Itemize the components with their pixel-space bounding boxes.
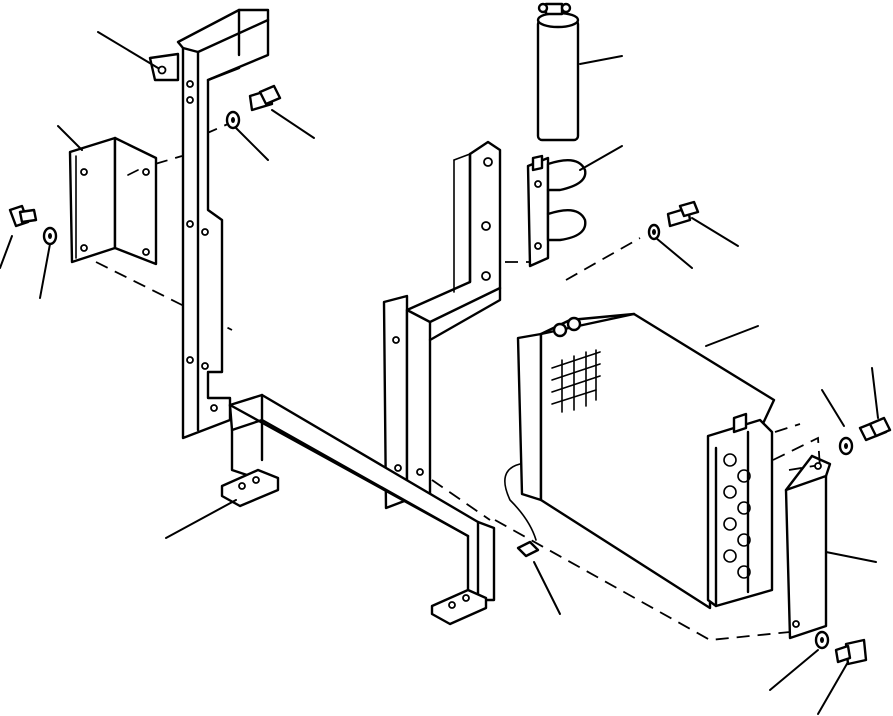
- side-cover-plate: [784, 454, 832, 640]
- base-cross-beam: [220, 393, 496, 626]
- washer-right: [838, 436, 854, 456]
- sensor-connector: [516, 540, 540, 558]
- callout-leader-lines: [0, 31, 879, 715]
- washer-mid-right: [647, 223, 661, 241]
- bolt-mid-right: [666, 200, 700, 228]
- fin-grid-pattern: [551, 349, 601, 413]
- center-vertical-bracket: [382, 140, 502, 510]
- washer-far-left: [42, 226, 58, 246]
- bolt-far-left: [8, 204, 38, 228]
- receiver-drier-cylinder: [536, 2, 580, 142]
- washer-top-left: [225, 110, 241, 130]
- angle-bracket: [68, 136, 158, 266]
- left-mounting-bracket: [148, 8, 270, 440]
- bolt-right: [858, 416, 892, 442]
- coil-tube-ends: [723, 453, 751, 579]
- bolt-top-left: [248, 84, 282, 112]
- washer-bottom-right: [814, 630, 830, 650]
- bolt-bottom-right: [834, 638, 868, 666]
- cylinder-clamp-bracket: [526, 154, 587, 268]
- condenser-unit: [504, 312, 776, 610]
